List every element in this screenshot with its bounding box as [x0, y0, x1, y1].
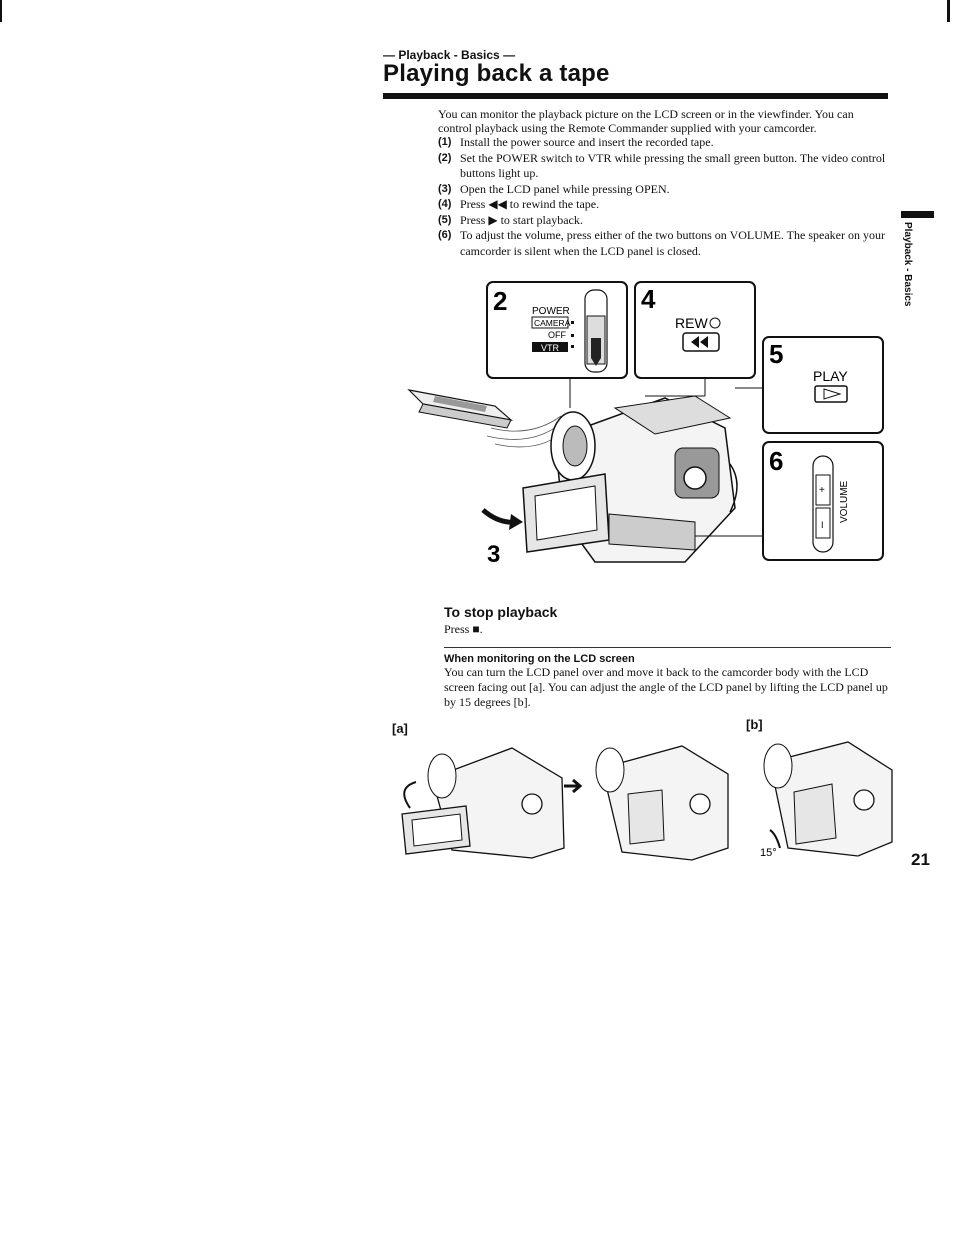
panel-4-rewind: 4 REW [634, 281, 756, 379]
section-rule [444, 647, 891, 648]
step-item: (6)To adjust the volume, press either of… [438, 228, 885, 258]
playback-illustration: 2 POWER CAMERA OFF VTR 4 REW 5 PLAY 6 [407, 281, 884, 568]
svg-text:I: I [821, 520, 824, 530]
section-label: — Playback - Basics — [383, 48, 516, 62]
svg-text:PLAY: PLAY [813, 368, 848, 384]
camcorder-a-open-drawing [401, 747, 565, 859]
svg-text:VTR: VTR [541, 343, 560, 353]
edge-mark [947, 0, 950, 22]
camcorder-drawing [522, 395, 738, 563]
svg-text:2: 2 [493, 286, 507, 316]
step-3-arrow: 3 [481, 508, 523, 568]
edge-mark [0, 0, 2, 22]
step-item: (4)Press ◀◀ to rewind the tape. [438, 197, 600, 211]
stop-playback-body: Press ■. [444, 622, 483, 636]
lcd-angle-illustration: 15° [401, 741, 893, 861]
svg-text:CAMERA: CAMERA [534, 318, 571, 328]
svg-text:VOLUME: VOLUME [839, 480, 850, 523]
side-tab-bar [901, 211, 934, 218]
svg-text:15°: 15° [760, 847, 777, 859]
step-list: (1)Install the power source and insert t… [438, 135, 888, 259]
camcorder-b-tilted-drawing: 15° [760, 741, 893, 859]
lcd-monitoring-title: When monitoring on the LCD screen [444, 653, 635, 665]
figure-label-b: [b] [746, 717, 763, 732]
step-item: (3)Open the LCD panel while pressing OPE… [438, 181, 670, 196]
side-tab: Playback - Basics [902, 222, 913, 307]
page-number: 21 [911, 850, 930, 869]
svg-text:4: 4 [641, 284, 656, 314]
svg-text:OFF: OFF [548, 330, 566, 340]
panel-2-power-switch: 2 POWER CAMERA OFF VTR [486, 281, 628, 379]
step-item: (2)Set the POWER switch to VTR while pre… [438, 150, 886, 181]
page-title: Playing back a tape [383, 60, 610, 87]
svg-text:3: 3 [487, 541, 500, 568]
stop-playback-title: To stop playback [444, 604, 558, 620]
svg-text:REW: REW [675, 315, 708, 331]
title-rule [383, 93, 888, 99]
remote-commander-drawing [407, 389, 568, 448]
svg-text:+: + [819, 485, 825, 496]
panel-6-volume: 6 + I VOLUME [762, 441, 884, 561]
lcd-monitoring-body: You can turn the LCD panel over and move… [444, 665, 888, 709]
svg-text:5: 5 [769, 339, 783, 369]
intro-paragraph: You can monitor the playback picture on … [438, 107, 854, 135]
step-item: (1)Install the power source and insert t… [438, 135, 714, 149]
svg-text:6: 6 [769, 446, 783, 476]
svg-text:POWER: POWER [532, 306, 570, 317]
camcorder-a-closed-drawing [595, 745, 729, 861]
step-item: (5)Press ▶ to start playback. [438, 212, 583, 227]
figure-label-a: [a] [392, 721, 408, 736]
panel-5-play: 5 PLAY [762, 336, 884, 434]
